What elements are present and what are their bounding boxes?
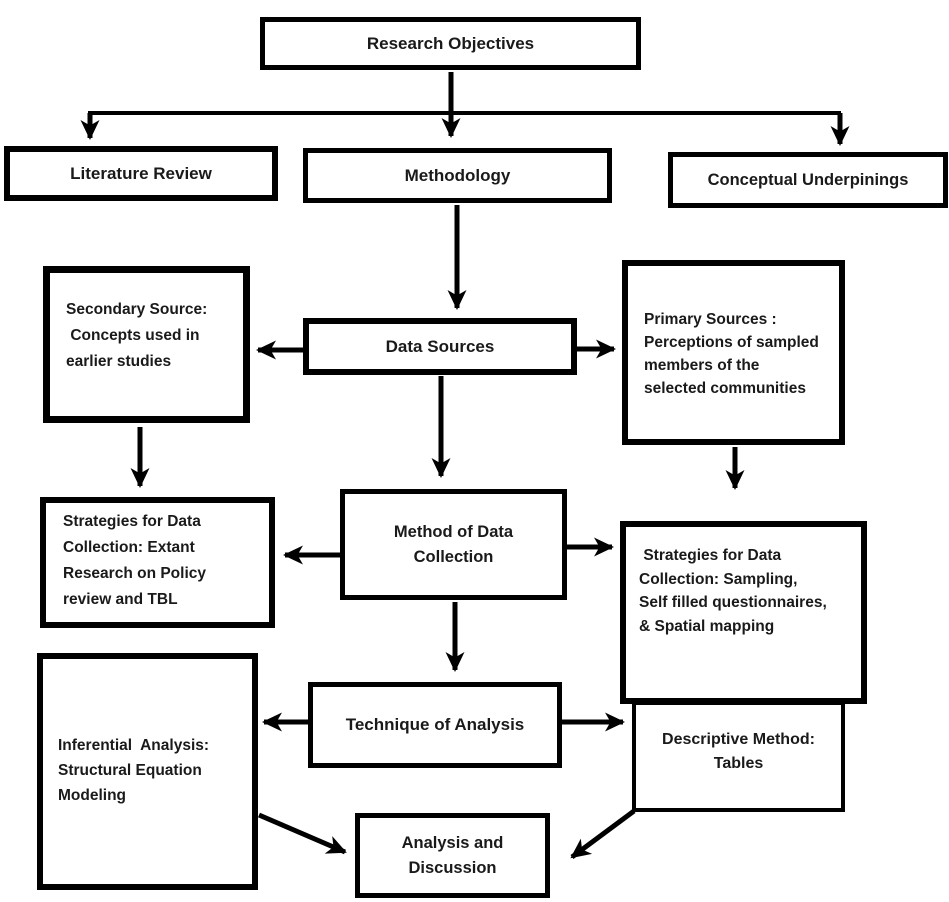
node-technique-of-analysis: Technique of Analysis <box>308 682 562 768</box>
node-descriptive-method: Descriptive Method: Tables <box>632 701 845 812</box>
node-strategies-secondary-data: Strategies for Data Collection: Extant R… <box>40 497 275 628</box>
node-inferential-analysis: Inferential Analysis: Structural Equatio… <box>37 653 258 890</box>
node-methodology: Methodology <box>303 148 612 203</box>
node-research-objectives: Research Objectives <box>260 17 641 70</box>
node-secondary-source: Secondary Source: Concepts used in earli… <box>43 266 250 423</box>
node-method-of-data-collection: Method of Data Collection <box>340 489 567 600</box>
node-strategies-primary-data: Strategies for Data Collection: Sampling… <box>620 521 867 704</box>
arrow-descriptive-to-analysis <box>570 808 636 860</box>
node-data-sources: Data Sources <box>303 318 577 375</box>
arrow-inferential-to-analysis <box>258 812 347 855</box>
node-analysis-and-discussion: Analysis and Discussion <box>355 813 550 898</box>
node-conceptual-underpinnings: Conceptual Underpinings <box>668 152 948 208</box>
node-primary-sources: Primary Sources : Perceptions of sampled… <box>622 260 845 445</box>
node-literature-review: Literature Review <box>4 146 278 201</box>
